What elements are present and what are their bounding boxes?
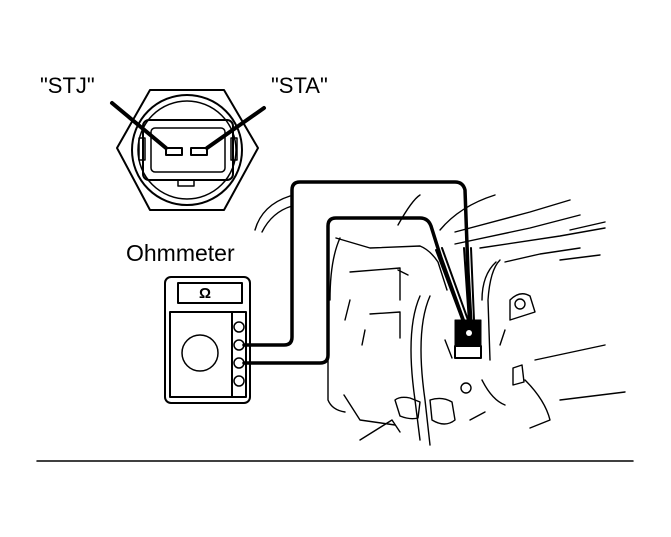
ohmmeter-body: [164, 276, 251, 404]
connector-key-tab: [177, 179, 195, 187]
connector-left-clip: [138, 137, 146, 161]
sensor-hex-body: [116, 89, 259, 211]
ohmmeter-jack-1: [233, 321, 245, 333]
ohmmeter: [164, 276, 251, 404]
connector-right-clip: [230, 137, 238, 161]
pointer-stj: [110, 101, 168, 150]
ohmmeter-dial: [181, 334, 219, 372]
sensor-outer-ring: [131, 94, 243, 206]
ohmmeter-display: [177, 282, 243, 304]
test-probes: [435, 247, 482, 359]
engine-block-sketch: [254, 194, 626, 446]
connector-housing-inner: [150, 127, 226, 173]
temperature-sensor-connector: [110, 89, 266, 211]
terminal-label-sta: "STA": [271, 73, 328, 98]
connector-housing-outer: [142, 119, 234, 181]
terminal-label-stj: "STJ": [40, 73, 95, 98]
terminal-sta: [190, 147, 208, 156]
sensor-inner-ring: [137, 100, 237, 200]
test-lead-1: [242, 180, 473, 347]
ohmmeter-jack-4: [233, 375, 245, 387]
ohmmeter-face: [169, 311, 247, 398]
ohmmeter-label: Ohmmeter: [126, 240, 235, 266]
terminal-stj: [165, 147, 183, 156]
pointer-sta: [205, 106, 266, 150]
test-lead-2: [242, 216, 467, 365]
ohm-symbol-icon: Ω: [199, 285, 212, 302]
